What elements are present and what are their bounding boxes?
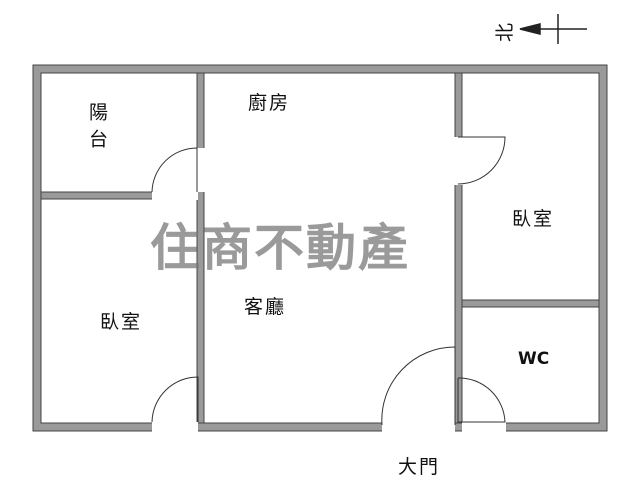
- room-label-living-room: 客廳: [244, 296, 287, 318]
- room-label-wc: WC: [518, 349, 550, 369]
- room-label-kitchen: 廚房: [248, 92, 291, 114]
- bedroom-right-door: [457, 136, 506, 185]
- north-arrow-icon: [519, 14, 587, 44]
- north-label: 北: [494, 20, 517, 43]
- bedroom-left-door: [151, 376, 199, 423]
- balcony-door: [151, 147, 198, 193]
- watermark: 住商不動產: [150, 219, 410, 277]
- room-label-bedroom-left: 臥室: [100, 311, 143, 333]
- entrance-label: 大門: [398, 456, 441, 478]
- room-label-balcony: 陽台: [86, 102, 108, 156]
- wc-door: [457, 377, 506, 423]
- room-label-bedroom-right: 臥室: [512, 208, 555, 230]
- door-openings: [152, 137, 506, 432]
- doors: [151, 136, 506, 426]
- main-door: [381, 346, 456, 426]
- walls: [32, 64, 608, 432]
